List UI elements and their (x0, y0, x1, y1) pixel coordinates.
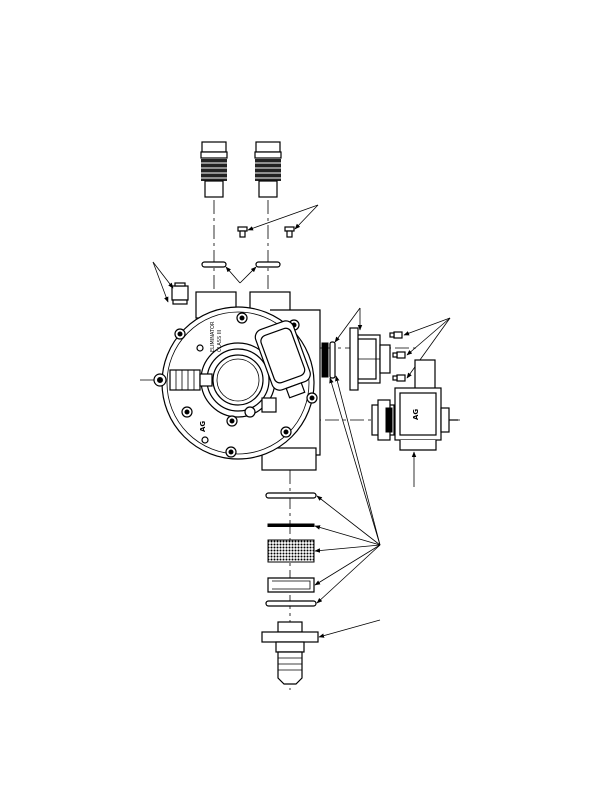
body-marking-line2: CLASS III (217, 330, 223, 352)
body-logo: AG (199, 421, 207, 432)
leader-arrows-bracket (334, 307, 451, 379)
gasket-thin (267, 523, 315, 527)
bracket-screws (389, 331, 406, 382)
solenoid-logo: AG (412, 409, 420, 420)
pilot-valve (254, 320, 311, 399)
coil-bracket (349, 327, 391, 391)
o-ring-1 (265, 492, 317, 499)
body-marking-line1: ELIMINATOR (210, 321, 216, 352)
bottom-fitting (261, 621, 319, 685)
leader-arrows-lower-stack (314, 375, 381, 638)
leader-arrows-o-rings (225, 266, 257, 284)
top-o-ring-right (255, 261, 281, 268)
retainer-ring (267, 577, 315, 593)
top-o-ring-left (201, 261, 227, 268)
gasket-pair (321, 341, 336, 379)
valve-body: AG ELIMINATOR CLASS III (153, 291, 321, 471)
leader-arrows-plug (152, 261, 174, 303)
screw-right (284, 226, 295, 238)
leader-arrows-screws (247, 204, 319, 231)
top-connector-left (200, 141, 228, 198)
strainer-screen (267, 539, 315, 563)
solenoid: AG (371, 359, 458, 451)
small-plug (171, 282, 189, 305)
top-connector-right (254, 141, 282, 198)
o-ring-2 (265, 600, 317, 607)
screw-left (237, 226, 248, 238)
